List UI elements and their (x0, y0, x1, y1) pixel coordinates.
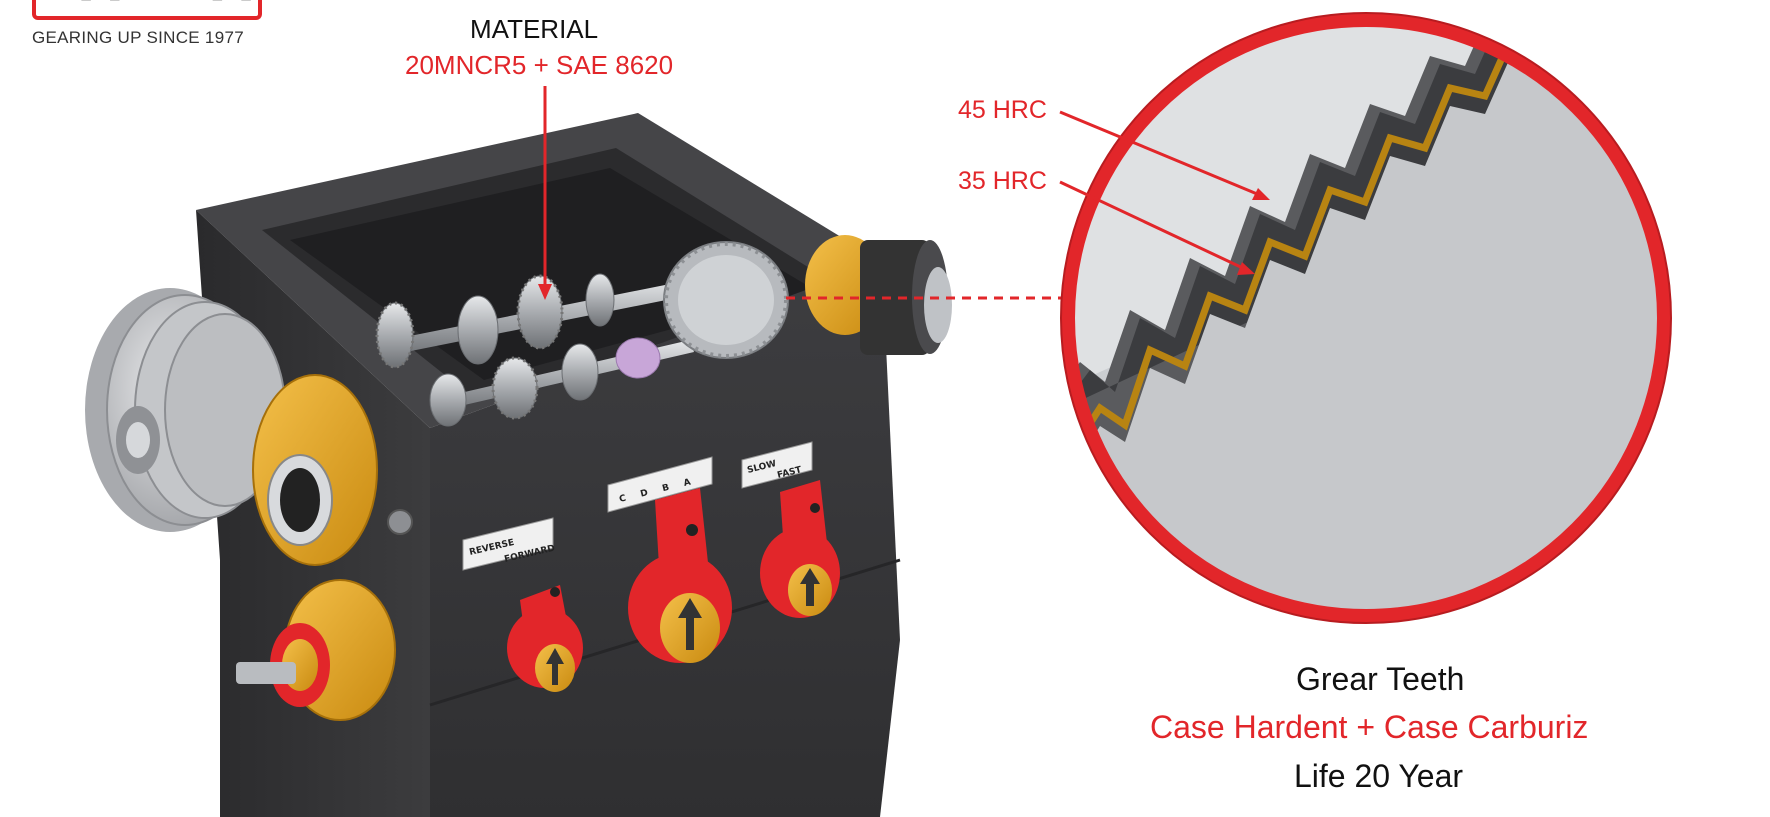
teeth-process: Case Hardent + Case Carburiz (1150, 709, 1589, 745)
hrc-35-pointer (1059, 180, 1255, 275)
teeth-life: Life 20 Year (1294, 758, 1464, 794)
v-belt-pulley (85, 288, 286, 532)
internal-gear-train (375, 241, 789, 427)
lever-direction[interactable] (507, 585, 583, 692)
hardness-inner-label: 35 HRC (958, 167, 1047, 195)
logo-wordmark: BANKA (36, 0, 258, 12)
lever-range[interactable] (628, 488, 732, 663)
brass-bearing-housing (236, 374, 396, 721)
lever-speed[interactable] (760, 480, 840, 618)
gear-teeth-zoom (1060, 12, 1672, 624)
teeth-title: Grear Teeth (1296, 661, 1465, 697)
material-value: 20MNCR5 + SAE 8620 (405, 50, 674, 80)
material-pointer (538, 86, 552, 300)
output-shaft (805, 235, 952, 355)
hardness-outer-label: 45 HRC (958, 96, 1047, 124)
brand-logo: BANKA (32, 0, 262, 20)
logo-tagline: GEARING UP SINCE 1977 (32, 28, 244, 47)
hrc-45-pointer (1059, 110, 1270, 200)
material-title: MATERIAL (470, 14, 599, 44)
